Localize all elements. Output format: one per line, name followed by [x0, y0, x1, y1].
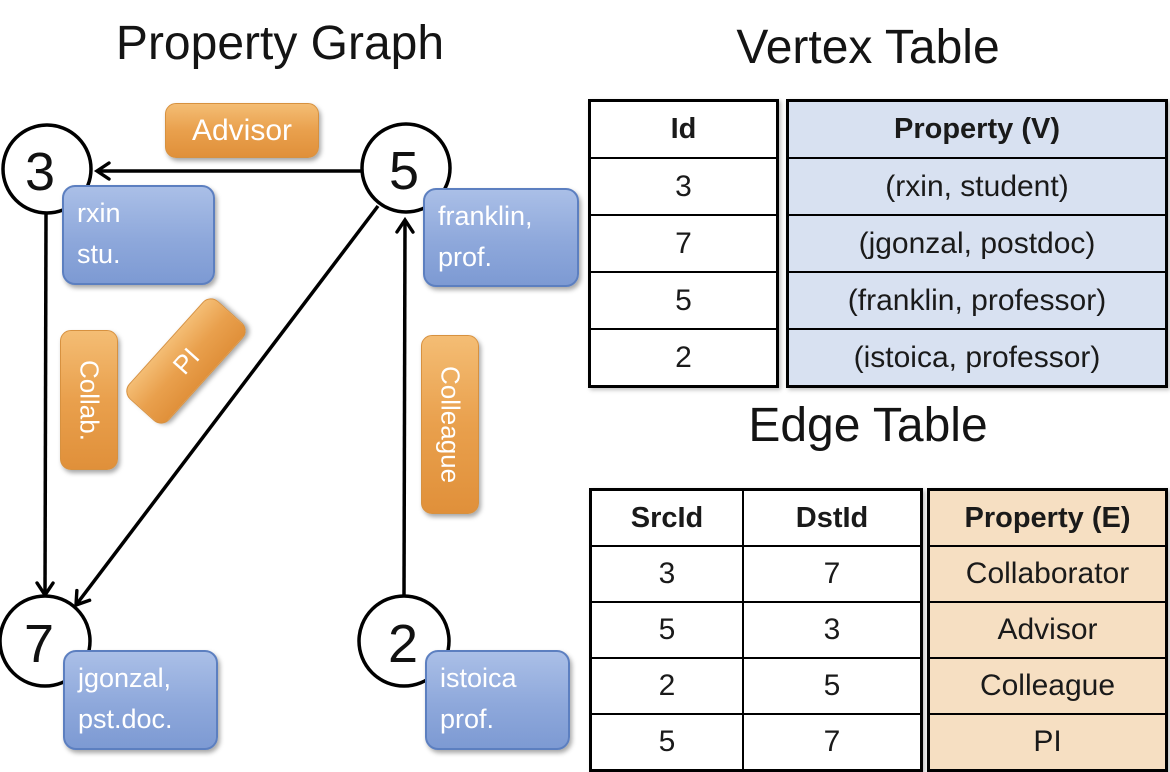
table-row: PI — [930, 713, 1165, 769]
table-row: (istoica, professor) — [789, 328, 1165, 385]
table-row: 5 7 — [592, 713, 920, 769]
table-row: 2 — [591, 328, 776, 385]
colleague-edge-label: Colleague — [421, 335, 479, 514]
vertex-table-title: Vertex Table — [736, 21, 1000, 74]
vertex-property-table: Property (V) (rxin, student) (jgonzal, p… — [786, 99, 1168, 388]
rxin-property-box: rxin stu. — [62, 185, 215, 285]
table-row: (jgonzal, postdoc) — [789, 214, 1165, 271]
table-row: Colleague — [930, 657, 1165, 713]
edge-property-table: Property (E) Collaborator Advisor Collea… — [927, 488, 1168, 772]
edge-property-cell: Collaborator — [965, 557, 1130, 590]
table-row: 5 3 — [592, 601, 920, 657]
franklin-property-line2: prof. — [438, 242, 493, 272]
edge-srcdst-table: SrcId DstId 3 7 5 3 2 5 5 7 — [589, 488, 923, 772]
vertex-id-cell: 7 — [675, 226, 692, 260]
node-label-3: 3 — [25, 142, 55, 202]
jgonzal-property-box: jgonzal, pst.doc. — [63, 650, 218, 750]
rxin-property-line1: rxin — [77, 198, 121, 228]
table-row: Collaborator — [930, 545, 1165, 601]
vertex-id-header: Id — [670, 113, 697, 145]
vertex-property-cell: (franklin, professor) — [847, 283, 1107, 317]
table-row: 3 7 — [592, 545, 920, 601]
collab-edge-label-text: Collab. — [74, 359, 105, 441]
vertex-id-cell: 2 — [675, 340, 692, 374]
vertex-id-cell: 3 — [675, 169, 692, 203]
vertex-id-cell: 5 — [675, 283, 692, 317]
property-graph-title: Property Graph — [115, 17, 445, 70]
franklin-property-line1: franklin, — [438, 201, 533, 231]
edge-dstid-header: DstId — [742, 491, 920, 545]
edge-src-cell: 2 — [658, 669, 676, 702]
graph-canvas: 3 5 7 2 — [0, 122, 452, 688]
pi-edge-label-text: PI — [166, 341, 205, 380]
colleague-edge-label-text: Colleague — [435, 365, 466, 484]
table-row: 7 — [591, 214, 776, 271]
node-label-7: 7 — [24, 614, 54, 674]
edge-dst-cell: 3 — [742, 603, 920, 657]
edge-5-to-7-pi — [74, 204, 380, 608]
istoica-property-line1: istoica — [440, 663, 517, 693]
vertex-property-cell: (rxin, student) — [885, 169, 1069, 203]
vertex-id-table: Id 3 7 5 2 — [588, 99, 779, 388]
edge-property-cell: Colleague — [979, 669, 1116, 702]
advisor-edge-label: Advisor — [165, 103, 319, 158]
rxin-property-line2: stu. — [77, 239, 121, 269]
vertex-property-cell: (jgonzal, postdoc) — [858, 226, 1096, 260]
jgonzal-property-line2: pst.doc. — [78, 704, 173, 734]
table-row: 2 5 — [592, 657, 920, 713]
advisor-edge-label-text: Advisor — [191, 113, 293, 147]
edge-src-cell: 3 — [658, 557, 676, 590]
edge-srcid-header: SrcId — [630, 501, 704, 534]
edge-property-cell: PI — [1033, 725, 1062, 758]
edge-2-to-5-colleague — [395, 216, 415, 597]
jgonzal-property-line1: jgonzal, — [78, 663, 172, 693]
edge-table-title: Edge Table — [748, 399, 988, 452]
table-row: 3 — [591, 157, 776, 214]
vertex-property-cell: (istoica, professor) — [853, 340, 1101, 374]
vertex-property-header: Property (V) — [894, 113, 1060, 145]
edge-property-header: Property (E) — [964, 501, 1131, 534]
table-row: (franklin, professor) — [789, 271, 1165, 328]
edge-src-cell: 5 — [658, 613, 676, 646]
collab-edge-label: Collab. — [60, 330, 118, 470]
node-label-5: 5 — [389, 141, 419, 201]
node-label-2: 2 — [388, 614, 418, 674]
table-row: (rxin, student) — [789, 157, 1165, 214]
edge-src-cell: 5 — [658, 725, 676, 758]
edge-dst-cell: 7 — [742, 547, 920, 601]
edge-dst-cell: 7 — [742, 715, 920, 769]
edge-3-to-7-collab — [35, 213, 55, 599]
table-row: Advisor — [930, 601, 1165, 657]
istoica-property-line2: prof. — [440, 704, 495, 734]
table-row: 5 — [591, 271, 776, 328]
edge-property-cell: Advisor — [997, 613, 1098, 646]
franklin-property-box: franklin, prof. — [423, 188, 579, 287]
istoica-property-box: istoica prof. — [425, 650, 570, 750]
edge-dst-cell: 5 — [742, 659, 920, 713]
